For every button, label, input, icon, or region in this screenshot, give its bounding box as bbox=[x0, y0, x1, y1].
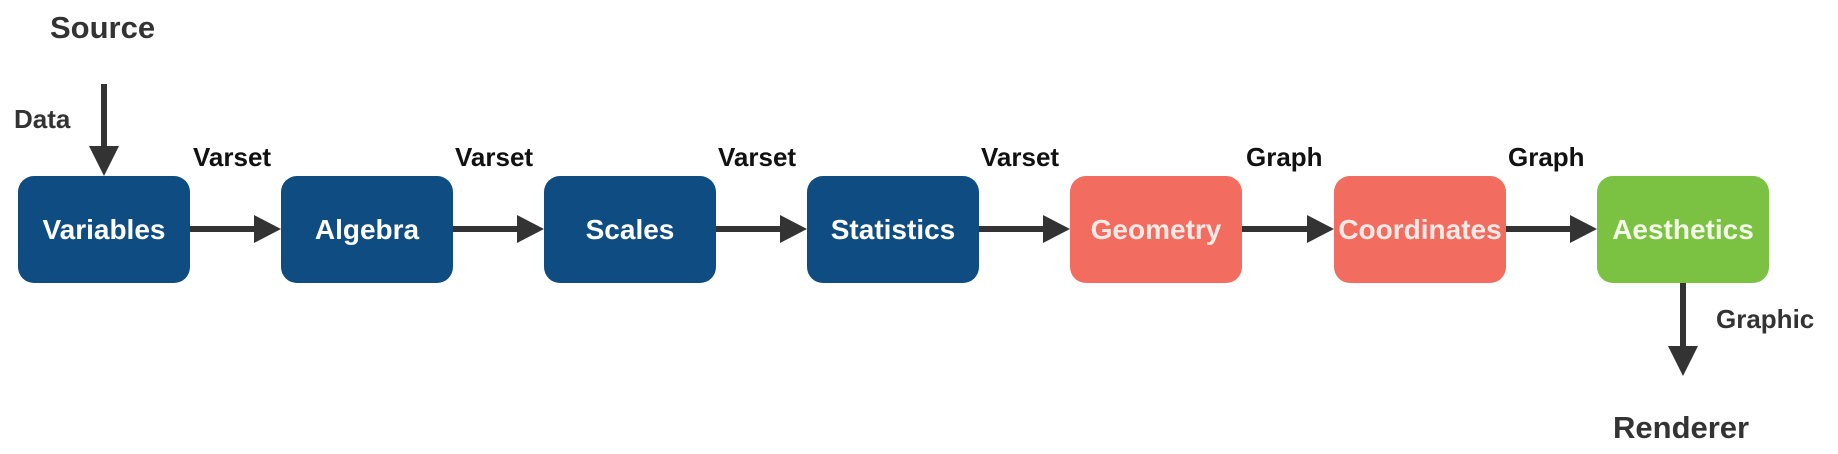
node-geometry-label: Geometry bbox=[1090, 213, 1222, 245]
node-statistics-label: Statistics bbox=[830, 213, 956, 245]
node-algebra: Algebra bbox=[281, 176, 453, 283]
node-coordinates: Coordinates bbox=[1334, 176, 1506, 283]
node-coordinates-label: Coordinates bbox=[1338, 213, 1502, 245]
node-aesthetics-label: Aesthetics bbox=[1612, 213, 1754, 245]
arrow-algebra-to-scales bbox=[453, 215, 544, 243]
node-geometry: Geometry bbox=[1070, 176, 1242, 283]
edge-label-3: Varset bbox=[718, 142, 797, 172]
node-statistics: Statistics bbox=[807, 176, 979, 283]
arrow-scales-to-statistics bbox=[716, 215, 807, 243]
edge-label-6: Graph bbox=[1508, 142, 1585, 172]
arrow-statistics-to-geometry bbox=[979, 215, 1070, 243]
arrow-coordinates-to-aesthetics bbox=[1506, 215, 1597, 243]
node-scales-label: Scales bbox=[585, 213, 675, 245]
graphic-label: Graphic bbox=[1716, 304, 1815, 334]
node-scales: Scales bbox=[544, 176, 716, 283]
arrow-source-to-variables bbox=[89, 84, 119, 176]
source-label: Source bbox=[50, 10, 156, 45]
edge-label-2: Varset bbox=[455, 142, 534, 172]
node-aesthetics: Aesthetics bbox=[1597, 176, 1769, 283]
arrow-geometry-to-coordinates bbox=[1242, 215, 1334, 243]
node-variables-label: Variables bbox=[42, 213, 166, 245]
arrow-aesthetics-to-renderer bbox=[1668, 283, 1698, 376]
renderer-label: Renderer bbox=[1613, 410, 1750, 445]
edge-label-5: Graph bbox=[1246, 142, 1323, 172]
node-variables: Variables bbox=[18, 176, 190, 283]
data-label: Data bbox=[14, 104, 71, 134]
edge-label-4: Varset bbox=[981, 142, 1060, 172]
arrow-variables-to-algebra bbox=[190, 215, 281, 243]
node-algebra-label: Algebra bbox=[314, 213, 420, 245]
edge-label-1: Varset bbox=[193, 142, 272, 172]
